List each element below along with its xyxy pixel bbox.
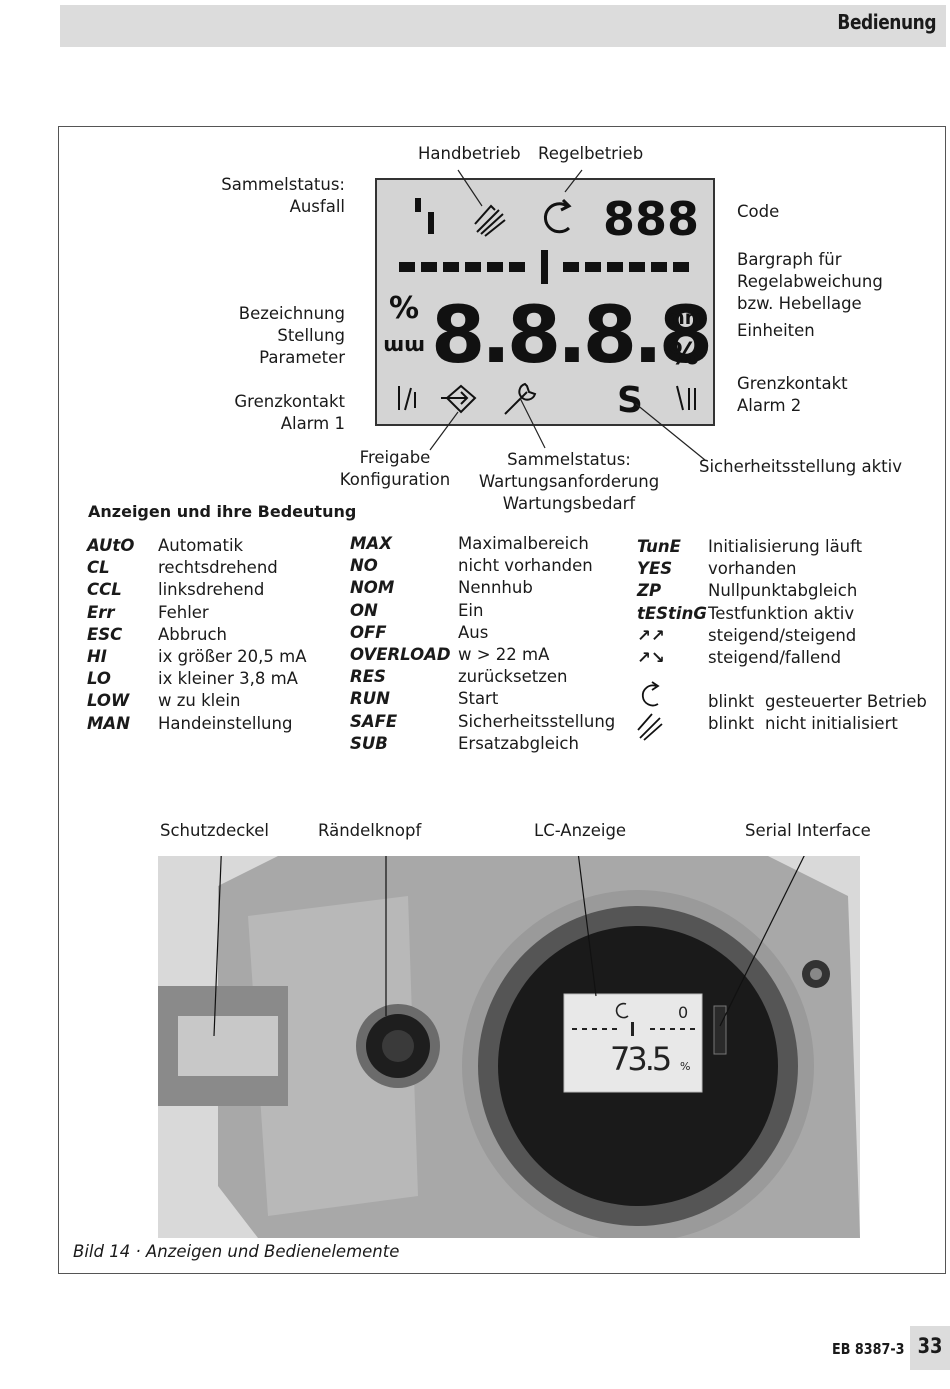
photo-display-code: 0 <box>678 1003 688 1022</box>
label-sammelstatus-ausfall: Sammelstatus: Ausfall <box>221 175 345 216</box>
mm-unit-right: mm <box>665 307 705 329</box>
limit-contact-2-icon <box>676 385 696 411</box>
device-illustration: 0 73.5 % <box>158 856 860 1238</box>
serial-interface-connector <box>713 1005 727 1055</box>
hand-icon <box>637 713 663 741</box>
fault-icon <box>415 198 434 234</box>
label-sicherheitsstellung: Sicherheitsstellung aktiv <box>699 457 902 476</box>
figure-caption: Bild 14 · Anzeigen und Bedienelemente <box>73 1242 400 1261</box>
mm-unit-left: mm <box>383 335 425 359</box>
percent-unit-left: % <box>389 291 419 326</box>
page-number-box <box>910 1326 950 1370</box>
label-raendelknopf: Rändelknopf <box>318 821 422 840</box>
device-photo: 0 73.5 % <box>158 856 860 1238</box>
label-grenzkontakt-alarm1: Grenzkontakt Alarm 1 <box>234 392 345 433</box>
wrench-icon <box>504 382 537 415</box>
control-mode-icon <box>641 684 659 707</box>
limit-contact-1-icon <box>398 386 416 411</box>
figure-frame <box>58 126 946 1274</box>
diagram-leader-lines <box>429 169 706 461</box>
label-grenzkontakt-alarm2: Grenzkontakt Alarm 2 <box>737 374 848 415</box>
code-digits: 888 <box>603 192 699 246</box>
control-mode-icon <box>615 1002 629 1019</box>
photo-display-bargraph <box>572 1022 695 1036</box>
label-regelbetrieb: Regelbetrieb <box>538 144 644 163</box>
label-code: Code <box>737 202 780 221</box>
label-wartung: Sammelstatus: Wartungsanforderung Wartun… <box>478 450 660 513</box>
lcd-display: 888 % mm 8.8.8.8 mm % S <box>375 178 715 426</box>
document-number: EB 8387-3 <box>832 1340 905 1358</box>
label-freigabe: Freigabe Konfiguration <box>339 448 451 489</box>
label-bezeichnung: Bezeichnung Stellung Parameter <box>238 304 345 367</box>
lcd-segments: 888 % mm 8.8.8.8 mm % S <box>383 192 713 421</box>
percent-unit-right: % <box>669 337 699 372</box>
legend-row: ↗↘steigend/fallend <box>637 648 842 668</box>
label-einheiten: Einheiten <box>737 321 815 340</box>
label-schutzdeckel: Schutzdeckel <box>160 821 269 840</box>
label-lc-anzeige: LC-Anzeige <box>534 821 627 840</box>
label-bargraph: Bargraph für Regelabweichung bzw. Hebell… <box>737 250 883 313</box>
hand-icon <box>474 204 506 237</box>
main-digits: 8.8.8.8 <box>431 291 709 381</box>
label-handbetrieb: Handbetrieb <box>418 144 521 163</box>
page-number: 33 <box>917 1334 943 1358</box>
label-serial-interface: Serial Interface <box>745 821 871 840</box>
control-mode-icon <box>543 198 572 234</box>
section-title: Bedienung <box>837 10 936 34</box>
legend-heading: Anzeigen und ihre Bedeutung <box>88 502 357 521</box>
bargraph <box>399 250 689 284</box>
blink-icons <box>637 681 663 741</box>
config-release-icon <box>441 384 477 414</box>
photo-display-unit: % <box>680 1060 690 1073</box>
header-bar <box>60 5 946 47</box>
photo-display-value: 73.5 <box>610 1040 670 1078</box>
legend-row: ↗↗steigend/steigend <box>637 625 857 645</box>
safe-s-icon: S <box>617 380 643 421</box>
